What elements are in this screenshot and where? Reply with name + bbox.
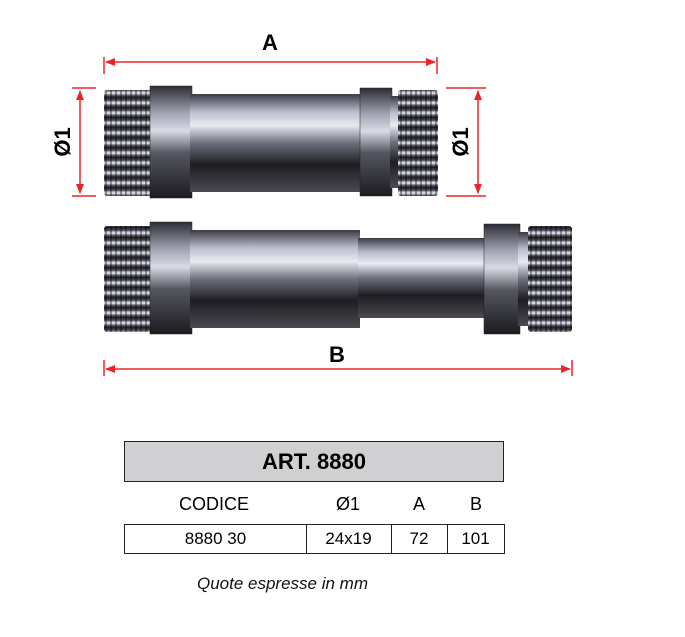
cell-a: 72 [391,524,448,554]
header-codice: CODICE [178,494,249,514]
dimension-d1-right-label: Ø1 [448,127,473,156]
header-a: A [412,494,425,514]
dimension-b: B [103,342,573,376]
header-d1: Ø1 [335,494,360,514]
cell-b: 101 [447,524,505,554]
dimension-b-label: B [329,342,345,367]
dimension-d1-right: Ø1 [446,87,486,197]
fitting-retracted [104,85,438,199]
dimension-a: A [103,30,438,74]
dimension-a-label: A [262,30,278,55]
cell-d1: 24x19 [306,524,392,554]
article-title: ART. 8880 [124,441,504,482]
dimension-d1-left-label: Ø1 [50,127,75,156]
dimension-d1-left: Ø1 [50,87,96,197]
fitting-extended [104,221,572,335]
cell-codice: 8880 30 [124,524,307,554]
technical-drawing: A Ø1 Ø1 B [50,30,573,376]
units-note: Quote espresse in mm [196,574,368,593]
header-b: B [469,494,482,514]
